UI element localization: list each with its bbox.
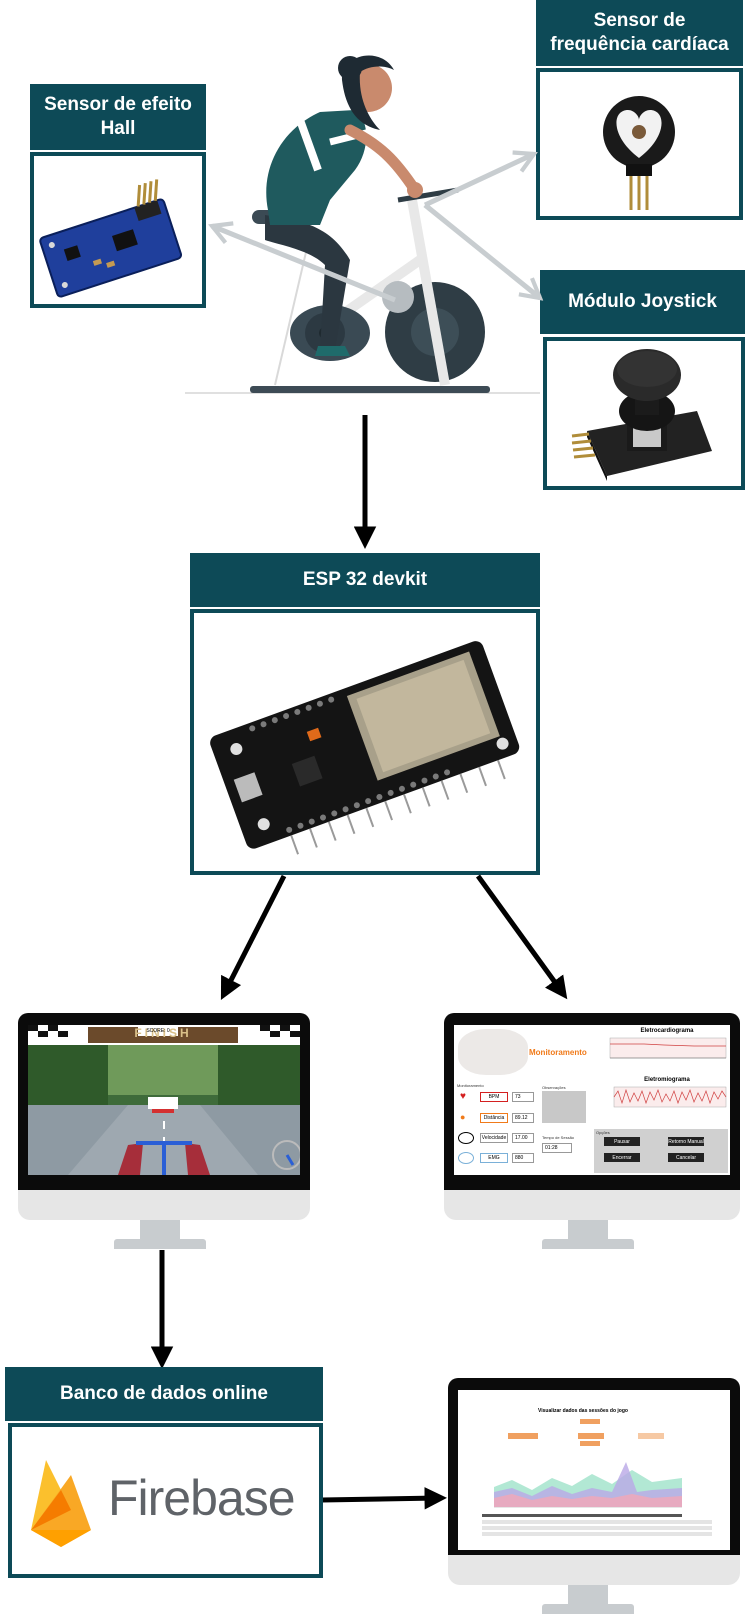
- dashboard-monitor: Visualizar dados das sessões do jogo: [448, 1378, 740, 1614]
- ecg-chart-title: Eletrocardiograma: [640, 1028, 694, 1034]
- dashboard-info-line-1: [482, 1514, 682, 1517]
- dashboard-filter-orange-2: [508, 1433, 538, 1439]
- arrow-esp32-to-monitor: [475, 874, 568, 1000]
- exercise-bike-illustration: [185, 55, 540, 394]
- app-logo-blur: [458, 1029, 528, 1075]
- dashboard-info-line-4: [482, 1532, 712, 1536]
- metric-bpm-value: 73: [512, 1092, 534, 1102]
- dashboard-filter-orange-5: [638, 1433, 664, 1439]
- dashboard-filter-orange-4: [580, 1441, 600, 1446]
- dashboard-info-line-2: [482, 1520, 712, 1524]
- monitoring-monitor: Monitoramento Eletrocardiograma Eletromi…: [444, 1013, 740, 1249]
- hall-sensor-image: [30, 152, 206, 308]
- pause-button[interactable]: Pausar: [604, 1137, 640, 1146]
- joystick-image: [543, 337, 745, 490]
- emg-chart-title: Eletromiograma: [644, 1077, 690, 1083]
- app-title: Monitoramento: [529, 1048, 587, 1057]
- heart-sensor-label: Sensor de frequência cardíaca: [536, 0, 743, 66]
- game-finish-banner: FINISH: [134, 1026, 192, 1040]
- esp32-label: ESP 32 devkit: [190, 553, 540, 607]
- metric-emg-icon: [458, 1152, 474, 1164]
- ecg-chart: [609, 1037, 727, 1059]
- end-button[interactable]: Encerrar: [604, 1153, 640, 1162]
- sensor-connection-arrows: [0, 0, 747, 303]
- dashboard-area-chart: [494, 1462, 682, 1508]
- monitoring-app-screen: Monitoramento Eletrocardiograma Eletromi…: [454, 1025, 730, 1175]
- manual-return-button[interactable]: Retorno Manual: [668, 1137, 704, 1146]
- metric-distance-value: 89.12: [512, 1113, 534, 1123]
- observations-label: Observações: [542, 1085, 566, 1090]
- game-monitor: FINISH SCORE: 0: [18, 1013, 310, 1249]
- monitoring-section-label: Monitoramento: [457, 1083, 484, 1088]
- cancel-button[interactable]: Cancelar: [668, 1153, 704, 1162]
- dashboard-screen: Visualizar dados das sessões do jogo: [458, 1390, 730, 1550]
- database-label: Banco de dados online: [5, 1367, 323, 1421]
- arrow-database-to-dashboard: [321, 1486, 447, 1510]
- dashboard-filter-orange-3: [578, 1433, 604, 1439]
- hall-sensor-label: Sensor de efeito Hall: [30, 84, 206, 150]
- metric-speed-label: Velocidade: [480, 1133, 508, 1143]
- metric-emg-value: 880: [512, 1153, 534, 1163]
- metric-distance-label: Distância: [480, 1113, 508, 1123]
- dashboard-info-line-3: [482, 1526, 712, 1530]
- metric-distance-icon: ●: [460, 1112, 466, 1122]
- joystick-label: Módulo Joystick: [540, 270, 745, 334]
- metric-speed-value: 17.00: [512, 1133, 534, 1143]
- options-label: Opções: [596, 1130, 610, 1135]
- metric-emg-label: EMG: [480, 1153, 508, 1163]
- options-panel: [594, 1129, 728, 1173]
- session-time-value: 01:28: [542, 1143, 572, 1153]
- heart-sensor-image: [536, 68, 743, 220]
- dashboard-filter-orange-1: [580, 1419, 600, 1424]
- emg-chart: [613, 1086, 727, 1108]
- firebase-wordmark: Firebase: [108, 1470, 296, 1526]
- metric-bpm-label: BPM: [480, 1092, 508, 1102]
- game-screen: FINISH SCORE: 0: [28, 1025, 300, 1175]
- arrow-esp32-to-game: [220, 874, 287, 1001]
- metric-bpm-icon: ♥: [460, 1091, 466, 1102]
- dashboard-title: Visualizar dados das sessões do jogo: [538, 1408, 628, 1414]
- observations-box[interactable]: [542, 1091, 586, 1123]
- metric-speed-icon: [458, 1132, 474, 1144]
- game-score: SCORE: 0: [146, 1028, 170, 1034]
- session-time-label: Tempo de Sessão: [542, 1135, 575, 1140]
- firebase-flame-icon: [31, 1460, 91, 1547]
- firebase-logo-box: Firebase: [8, 1423, 323, 1578]
- esp32-board-image: [190, 609, 540, 875]
